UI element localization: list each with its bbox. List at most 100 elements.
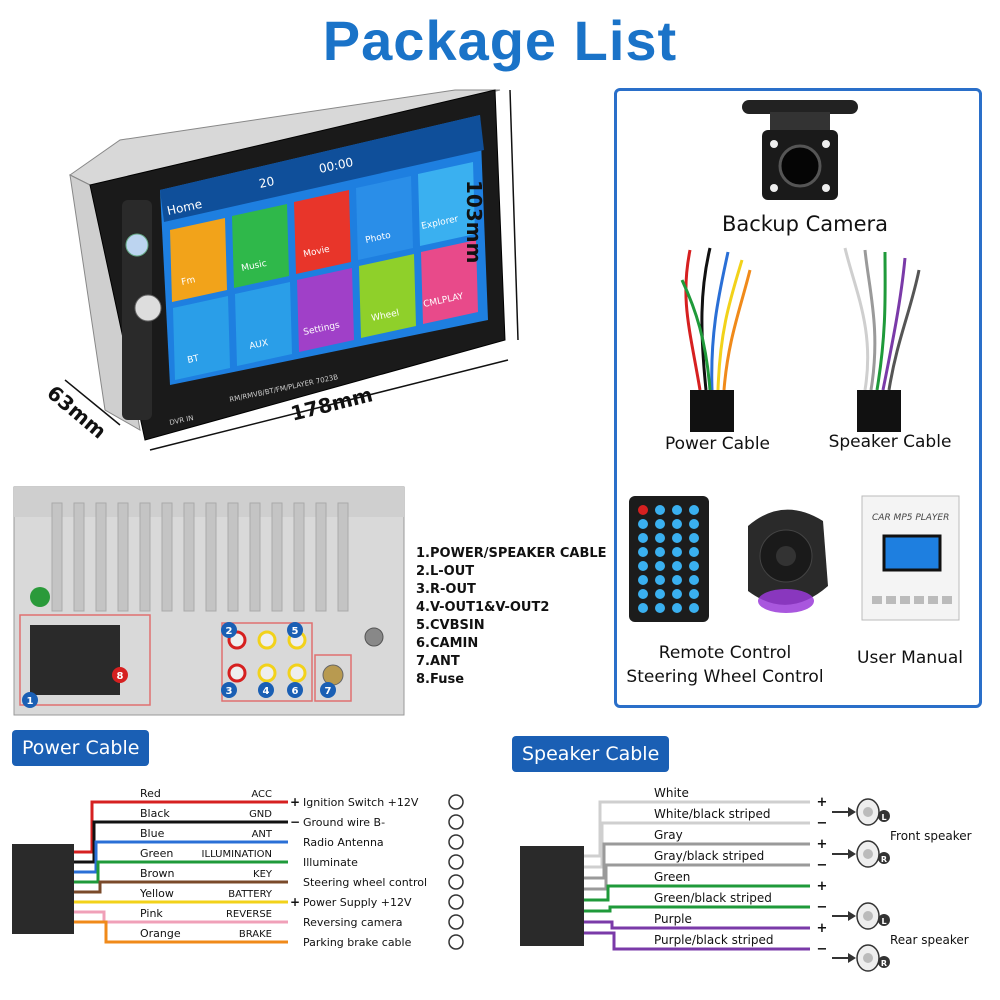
wire-signal-label: KEY xyxy=(253,869,273,880)
speaker-cable-heading: Speaker Cable xyxy=(512,736,670,772)
wire xyxy=(863,249,877,391)
remote-key xyxy=(638,505,648,515)
tile-music[interactable] xyxy=(232,204,289,288)
function-icon xyxy=(448,894,464,910)
power-wire xyxy=(74,820,288,864)
remote-key xyxy=(638,589,648,599)
channel-label: R xyxy=(881,855,887,864)
front-speaker-label: Front speaker xyxy=(890,829,972,843)
wire xyxy=(684,249,702,391)
speaker-arrow-head xyxy=(848,911,856,921)
port-marker-label: 1 xyxy=(27,696,34,707)
speaker-arrow-head xyxy=(848,807,856,817)
camera-led xyxy=(770,184,778,192)
power-wire xyxy=(74,910,288,924)
steering-wheel-control-image xyxy=(748,509,828,613)
remote-key xyxy=(655,519,665,529)
camera-lens xyxy=(778,144,822,188)
rca-group-frame xyxy=(221,622,313,702)
port-marker-label: 7 xyxy=(325,686,332,697)
rear-speaker-label: Rear speaker xyxy=(890,933,969,947)
power-wire xyxy=(74,800,288,854)
remote-control-label: Remote Control xyxy=(658,643,792,663)
remote-key xyxy=(655,505,665,515)
tile-settings[interactable] xyxy=(297,268,354,352)
volume-knob[interactable] xyxy=(134,294,162,322)
remote-key xyxy=(672,505,682,515)
port-marker-label: 6 xyxy=(292,686,299,697)
speaker-wire-polarity: − xyxy=(817,816,828,831)
speaker-wire-label: Gray xyxy=(654,828,683,842)
wire-color-label: Green xyxy=(140,847,173,860)
remote-body xyxy=(629,496,709,622)
port-item: 2.L-OUT xyxy=(416,564,475,579)
port-marker-label: 8 xyxy=(117,671,124,682)
tile-movie[interactable] xyxy=(294,190,351,274)
tile-bt[interactable] xyxy=(173,296,230,380)
tile-fm[interactable] xyxy=(170,218,227,302)
remote-key xyxy=(689,519,699,529)
wire xyxy=(716,259,744,391)
port-marker-label: 4 xyxy=(263,686,270,697)
fin xyxy=(95,502,107,612)
remote-key xyxy=(655,575,665,585)
speaker-cone xyxy=(863,953,873,963)
manual-product-photo xyxy=(882,534,942,572)
tile-explorer[interactable] xyxy=(418,162,475,246)
remote-key xyxy=(638,575,648,585)
tile-label-bt: BT xyxy=(187,354,201,366)
remote-key xyxy=(672,575,682,585)
wire xyxy=(722,269,752,391)
remote-key xyxy=(655,561,665,571)
port-marker-label: 3 xyxy=(226,686,233,697)
rca-jack xyxy=(257,663,277,683)
speaker-wire-label: Green/black striped xyxy=(654,891,772,905)
remote-key xyxy=(689,547,699,557)
tile-cmlplay[interactable] xyxy=(421,240,478,324)
power-cable-heading: Power Cable xyxy=(12,730,150,766)
wire-polarity: − xyxy=(290,815,300,829)
port-item: 4.V-OUT1&V-OUT2 xyxy=(416,600,550,615)
power-button[interactable] xyxy=(125,233,149,257)
antenna-jack xyxy=(322,664,344,686)
speaker-wire xyxy=(584,905,810,913)
rca-jack xyxy=(287,663,307,683)
port-marker-3 xyxy=(221,682,237,698)
speaker-cable-diagram: White+White/black striped−Gray+Gray/blac… xyxy=(520,786,972,972)
tile-aux[interactable] xyxy=(235,282,292,366)
channel-badge xyxy=(878,956,890,968)
camera-led xyxy=(770,140,778,148)
speaker-wire-polarity: + xyxy=(817,921,828,936)
remote-key xyxy=(672,603,682,613)
wire-color-label: Yellow xyxy=(139,887,174,900)
speaker-wire-polarity: + xyxy=(817,879,828,894)
remote-key xyxy=(638,561,648,571)
fin xyxy=(117,502,129,612)
fin xyxy=(337,502,349,612)
function-icon xyxy=(448,814,464,830)
speaker-wire-polarity: + xyxy=(817,837,828,852)
port-marker-6 xyxy=(287,682,303,698)
wire-signal-label: ILLUMINATION xyxy=(202,849,272,860)
tile-wheel[interactable] xyxy=(359,254,416,338)
dim-line-width xyxy=(149,359,509,451)
speaker-arrow-head xyxy=(848,953,856,963)
speaker-wire-polarity: − xyxy=(817,900,828,915)
channel-label: R xyxy=(881,959,887,968)
speaker-cone xyxy=(863,911,873,921)
remote-key xyxy=(689,603,699,613)
port-marker-5 xyxy=(287,622,303,638)
iso-connector xyxy=(30,625,120,695)
speaker-wire xyxy=(584,863,810,891)
fin xyxy=(315,502,327,612)
fin xyxy=(249,502,261,612)
dim-height-label: 103mm xyxy=(462,180,486,264)
stereo-head-unit: Home 20 00:00 Fm Music Movie Photo Explo… xyxy=(60,80,520,460)
speaker-wire-polarity: − xyxy=(817,942,828,957)
tile-photo[interactable] xyxy=(356,176,413,260)
remote-key xyxy=(672,519,682,529)
